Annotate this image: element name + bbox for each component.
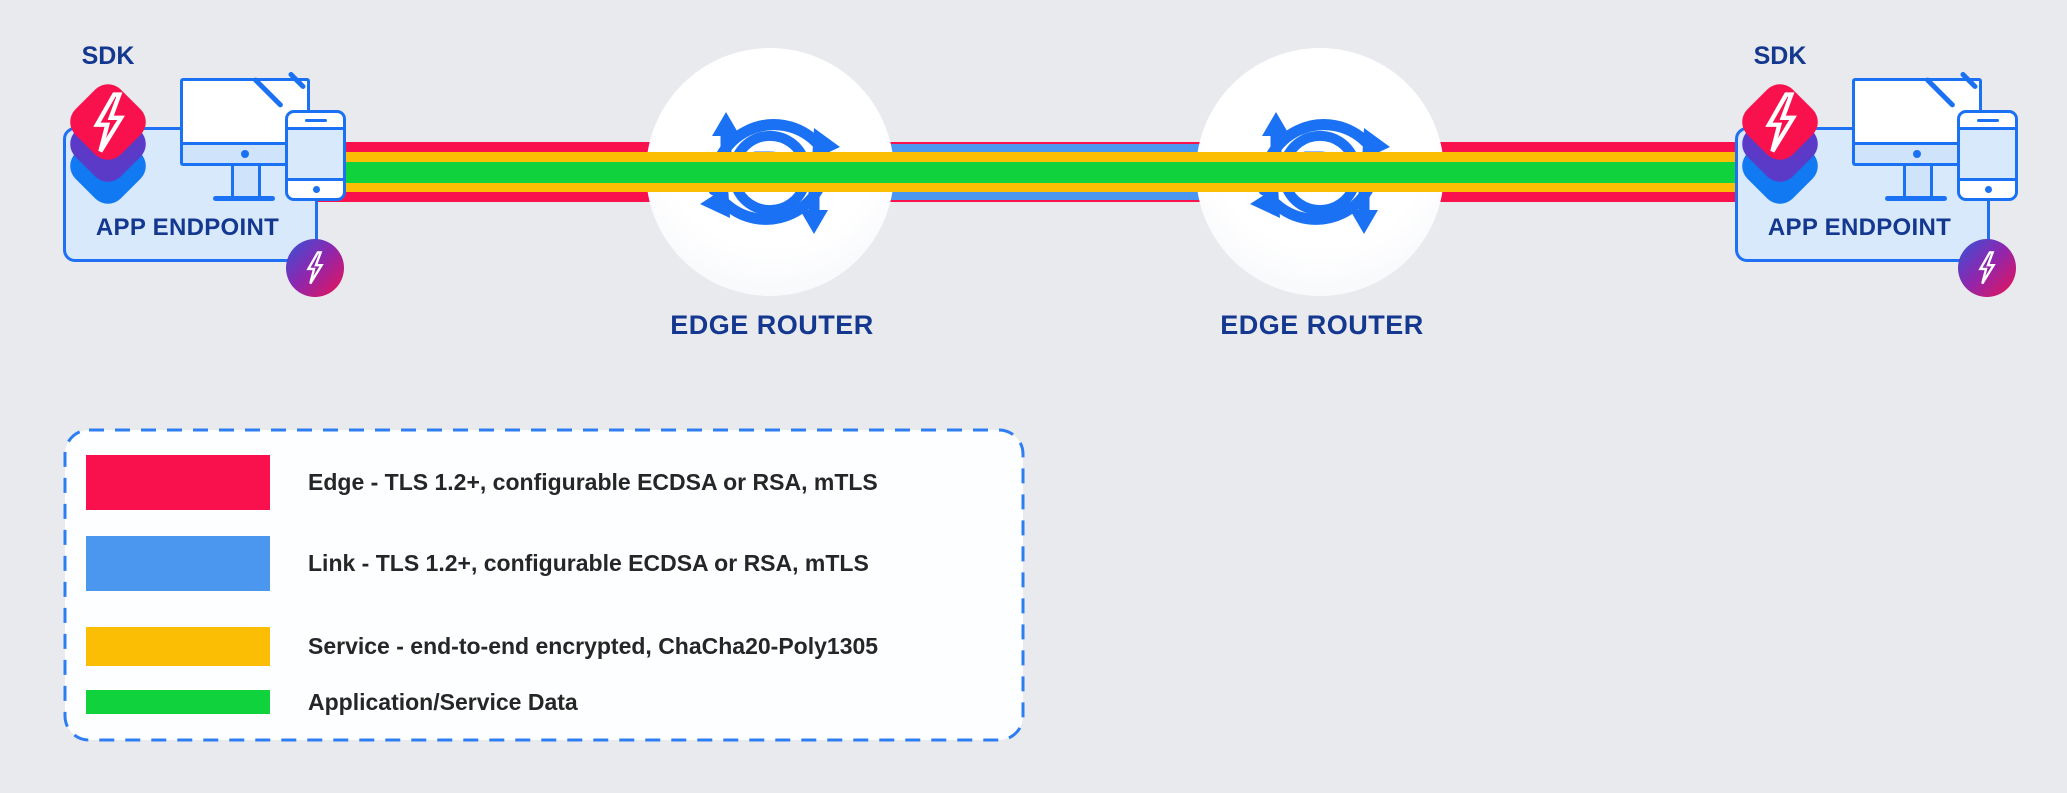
legend-label-data: Application/Service Data <box>308 688 578 715</box>
phone-home-dot <box>1984 186 1992 193</box>
lightning-bolt-icon <box>1759 92 1803 154</box>
legend-row-link: Link - TLS 1.2+, configurable ECDSA or R… <box>86 536 869 591</box>
edge-router-label-right: EDGE ROUTER <box>1220 310 1424 340</box>
edge-router-label-left: EDGE ROUTER <box>670 310 874 340</box>
monitor-stand-neck <box>231 166 261 196</box>
lightning-bolt-icon <box>307 251 323 285</box>
sdk-label: SDK <box>1753 42 1807 70</box>
legend-row-edge: Edge - TLS 1.2+, configurable ECDSA or R… <box>86 455 878 510</box>
legend-label-service: Service - end-to-end encrypted, ChaCha20… <box>308 633 879 659</box>
monitor-base-strip <box>183 142 307 163</box>
phone-speaker-line <box>304 119 327 122</box>
smartphone-icon <box>285 110 346 201</box>
monitor-stand-foot <box>1885 196 1947 201</box>
legend-swatch-service <box>86 627 270 666</box>
monitor-stand-neck <box>1903 166 1933 196</box>
app-endpoint-label: APP ENDPOINT <box>1767 214 1952 241</box>
sdk-stack-icon <box>62 76 154 212</box>
legend-swatch-link <box>86 536 270 591</box>
monitor-button-dot <box>241 150 249 158</box>
lightning-bolt-icon <box>87 92 131 154</box>
smartphone-icon <box>1957 110 2018 201</box>
phone-screen <box>288 127 343 181</box>
link-stripe-bottom <box>770 192 1320 200</box>
sdk-label: SDK <box>81 42 135 70</box>
legend-row-service: Service - end-to-end encrypted, ChaCha20… <box>86 627 878 666</box>
legend-label-edge: Edge - TLS 1.2+, configurable ECDSA or R… <box>308 469 878 495</box>
link-stripe-top <box>770 144 1320 152</box>
phone-home-dot <box>312 186 320 193</box>
phone-speaker-line <box>1976 119 1999 122</box>
phone-screen <box>1960 127 2015 181</box>
legend-swatch-edge <box>86 455 270 510</box>
legend: Edge - TLS 1.2+, configurable ECDSA or R… <box>63 428 1025 742</box>
legend-dashed-border <box>63 428 1025 742</box>
legend-label-link: Link - TLS 1.2+, configurable ECDSA or R… <box>308 550 869 576</box>
sdk-stack-icon <box>1734 76 1826 212</box>
app-endpoint-left: SDK APP ENDPOINT <box>40 28 370 318</box>
identity-badge-icon <box>1958 239 2016 297</box>
lightning-bolt-icon <box>1979 251 1995 285</box>
app-endpoint-label: APP ENDPOINT <box>95 214 280 241</box>
data-stripe <box>312 162 1742 183</box>
service-stripe-top <box>312 152 1742 162</box>
identity-badge-icon <box>286 239 344 297</box>
legend-swatch-data <box>86 690 270 714</box>
monitor-base-strip <box>1855 142 1979 163</box>
app-endpoint-right: SDK APP ENDPOINT <box>1712 28 2042 318</box>
legend-row-data: Application/Service Data <box>86 688 578 715</box>
service-stripe-bottom <box>312 183 1742 192</box>
monitor-button-dot <box>1913 150 1921 158</box>
monitor-stand-foot <box>213 196 275 201</box>
